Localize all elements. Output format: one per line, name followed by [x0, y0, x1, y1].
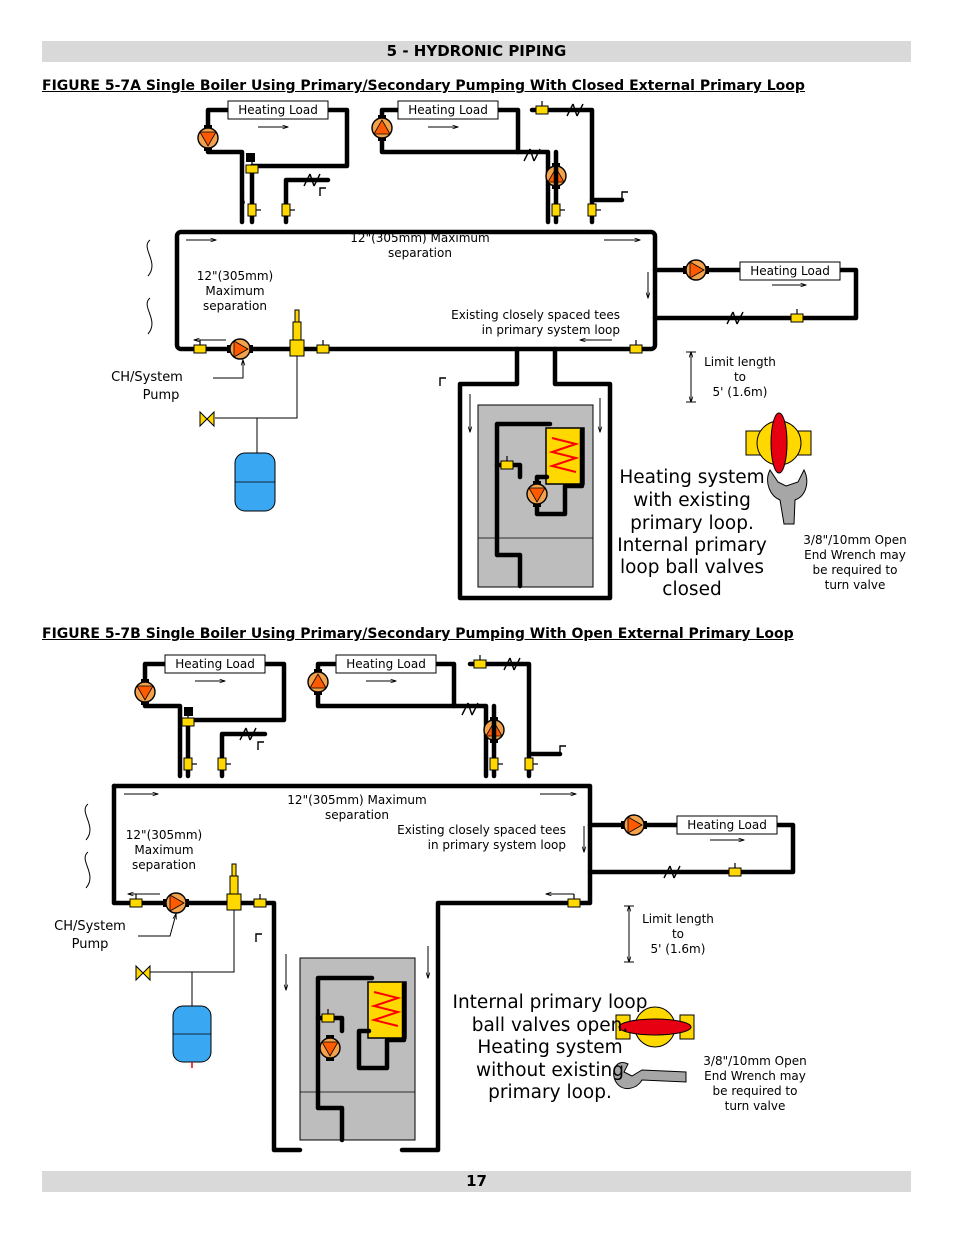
note-line5: loop ball valves: [620, 557, 764, 578]
sep-left-line3: separation: [203, 299, 267, 313]
wrench-line2: End Wrench may: [804, 548, 906, 562]
limit-line3: 5' (1.6m): [713, 385, 768, 399]
figure-b-diagram: Heating Load Heating Load: [54, 654, 807, 1153]
note-line5: primary loop.: [488, 1082, 612, 1103]
figure-a-title: FIGURE 5-7A Single Boiler Using Primary/…: [42, 78, 805, 94]
wrench-icon: [613, 1062, 687, 1089]
sep-left-line2: Maximum: [134, 843, 193, 857]
note-line4: Internal primary: [617, 535, 767, 556]
sep-top-line1: 12"(305mm) Maximum: [287, 793, 426, 807]
load-label: Heating Load: [346, 657, 426, 671]
wrench-line2: End Wrench may: [704, 1069, 806, 1083]
wrench-icon: [767, 468, 808, 525]
figure-b-title: FIGURE 5-7B Single Boiler Using Primary/…: [42, 626, 794, 642]
closed-ball-valve-icon: [745, 412, 812, 474]
wrench-line3: be required to: [713, 1084, 798, 1098]
tees-line2: in primary system loop: [428, 838, 566, 852]
wrench-line4: turn valve: [725, 1099, 786, 1113]
pump-label-line1: CH/System: [111, 370, 183, 385]
pump-label-line1: CH/System: [54, 919, 126, 934]
pump-label-line2: Pump: [143, 388, 180, 403]
wrench-line4: turn valve: [825, 578, 886, 592]
section-title: 5 - HYDRONIC PIPING: [386, 42, 567, 60]
note-line6: closed: [662, 579, 721, 600]
sep-top-line2: separation: [388, 246, 452, 260]
note-line2: ball valves open.: [472, 1015, 629, 1036]
note-line4: without existing: [476, 1060, 624, 1081]
sep-left-line1: 12"(305mm): [126, 828, 202, 842]
sep-left-line2: Maximum: [205, 284, 264, 298]
tees-line1: Existing closely spaced tees: [397, 823, 566, 837]
sep-top-line2: separation: [325, 808, 389, 822]
page-number: 17: [466, 1172, 487, 1190]
load-label: Heating Load: [175, 657, 255, 671]
sep-left-line1: 12"(305mm): [197, 269, 273, 283]
load-label: Heating Load: [687, 818, 767, 832]
open-ball-valve-icon: [615, 1006, 695, 1048]
wrench-line1: 3/8"/10mm Open: [703, 1054, 806, 1068]
note-line3: primary loop.: [630, 513, 754, 534]
wrench-line3: be required to: [813, 563, 898, 577]
note-line1: Internal primary loop: [453, 992, 648, 1013]
limit-line2: to: [672, 927, 684, 941]
figure-a-diagram: Heating Load Heating Load: [111, 100, 907, 601]
load-label: Heating Load: [750, 264, 830, 278]
tees-line2: in primary system loop: [482, 323, 620, 337]
sep-left-line3: separation: [132, 858, 196, 872]
wrench-line1: 3/8"/10mm Open: [803, 533, 906, 547]
limit-line3: 5' (1.6m): [651, 942, 706, 956]
limit-line1: Limit length: [704, 355, 776, 369]
tees-line1: Existing closely spaced tees: [451, 308, 620, 322]
note-line3: Heating system: [477, 1037, 622, 1058]
section-header-bar: 5 - HYDRONIC PIPING: [42, 41, 911, 62]
sep-top-line1: 12"(305mm) Maximum: [350, 231, 489, 245]
limit-line1: Limit length: [642, 912, 714, 926]
load-label: Heating Load: [238, 103, 318, 117]
pump-label-line2: Pump: [72, 937, 109, 952]
limit-line2: to: [734, 370, 746, 384]
note-line1: Heating system: [619, 467, 764, 488]
note-line2: with existing: [633, 490, 751, 511]
load-label: Heating Load: [408, 103, 488, 117]
footer-bar: 17: [42, 1171, 911, 1192]
